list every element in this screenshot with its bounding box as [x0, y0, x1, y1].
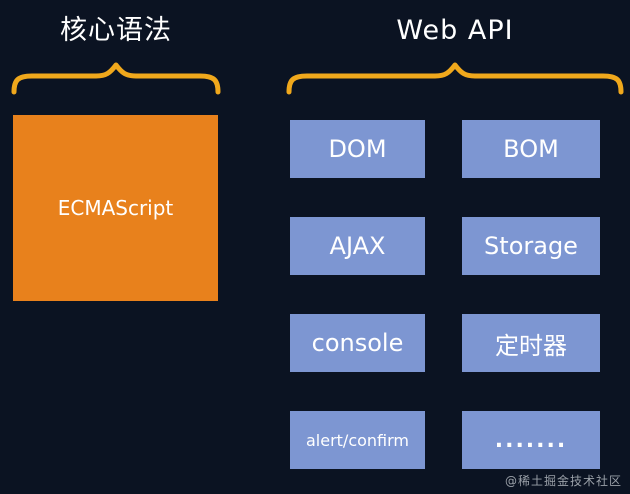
ecmascript-box: ECMAScript — [13, 115, 218, 301]
right-brace-icon — [286, 62, 624, 95]
api-box-timer: 定时器 — [462, 314, 600, 372]
api-box-console: console — [290, 314, 425, 372]
web-api-grid: DOM BOM AJAX Storage console 定时器 alert/c… — [290, 120, 600, 469]
api-box-storage: Storage — [462, 217, 600, 275]
web-api-title: Web API — [396, 15, 514, 46]
api-box-dom: DOM — [290, 120, 425, 178]
left-brace-icon — [11, 62, 221, 95]
api-box-bom: BOM — [462, 120, 600, 178]
ecmascript-label: ECMAScript — [57, 196, 174, 220]
api-box-alert-confirm: alert/confirm — [290, 411, 425, 469]
core-syntax-title: 核心语法 — [60, 15, 172, 46]
api-box-ajax: AJAX — [290, 217, 425, 275]
watermark: @稀土掘金技术社区 — [504, 474, 622, 488]
api-box-ellipsis: ....... — [462, 411, 600, 469]
